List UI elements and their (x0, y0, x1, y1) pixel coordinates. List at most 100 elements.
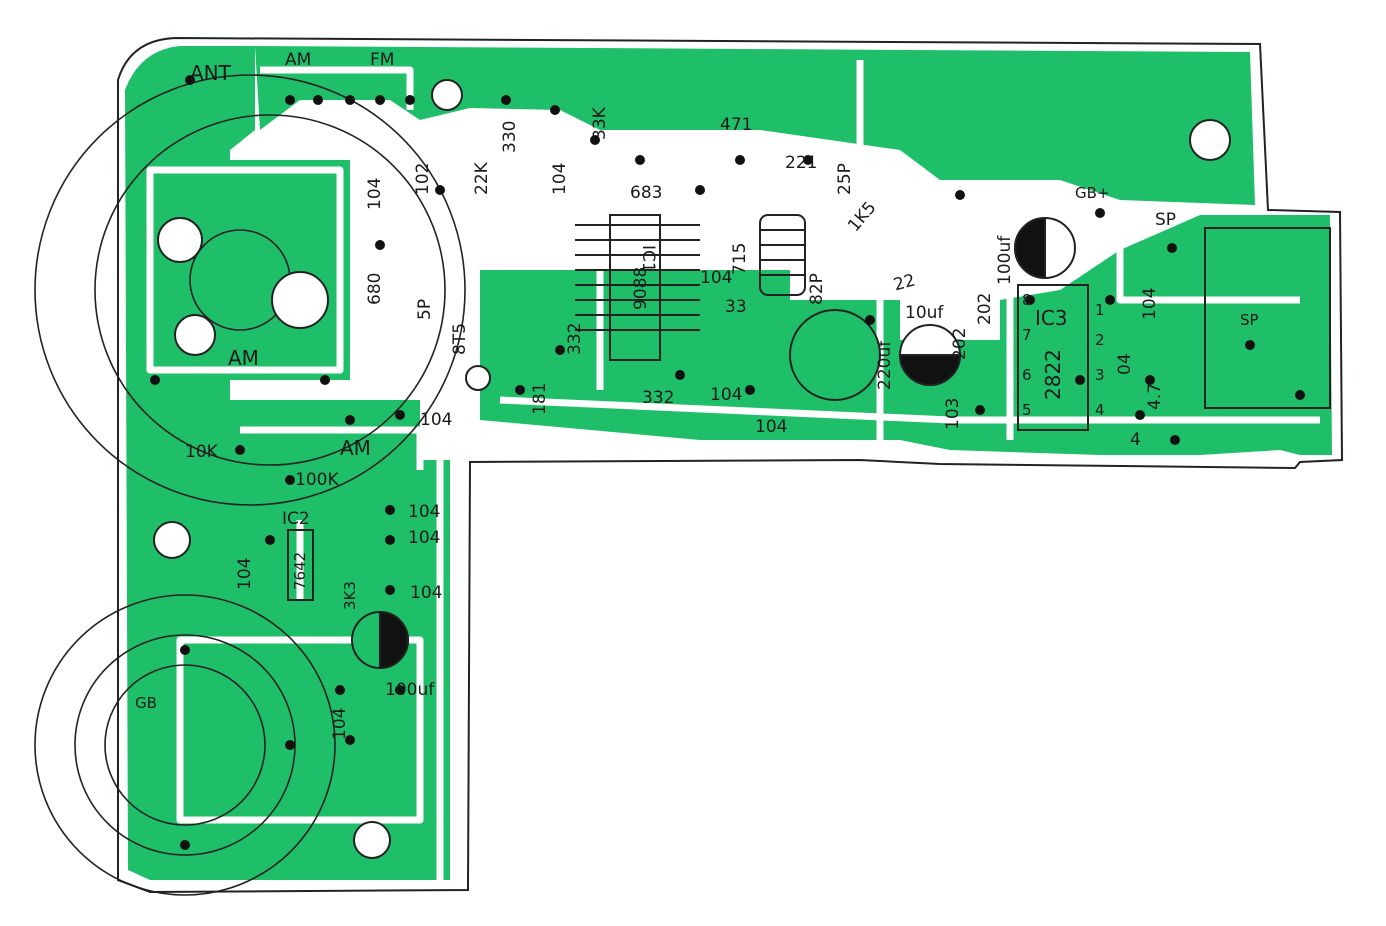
label-c202-a: 202 (975, 293, 995, 325)
label-c33: 33 (725, 297, 747, 317)
label-c10uf: 10uf (905, 303, 944, 323)
label-c220uf: 220uf (875, 340, 895, 390)
label-ic3-part: 2822 (1041, 349, 1065, 400)
gap-7 (499, 396, 1320, 424)
gap-6 (556, 150, 760, 254)
label-c332-a: 332 (565, 323, 585, 355)
label-c100uf-top: 100uf (995, 235, 1015, 285)
coil (759, 214, 806, 296)
label-ic1: IC1 (638, 245, 658, 273)
label-r10k: 10K (185, 442, 219, 462)
ic2-body (287, 529, 314, 601)
tuning-dial-inner (94, 114, 446, 466)
label-c683: 683 (630, 183, 662, 203)
mount-hole-left (153, 521, 191, 559)
label-c332-b: 332 (642, 388, 674, 408)
coil-body (759, 214, 806, 296)
label-ic2: IC2 (282, 509, 310, 529)
gap-2 (146, 166, 344, 374)
label-ic3-pin4: 4 (1095, 401, 1105, 419)
label-c104-m: 104 (330, 708, 350, 740)
label-c82p: 82P (807, 273, 827, 305)
label-r22k: 22K (472, 161, 492, 195)
ic1-body (609, 214, 661, 361)
label-r330: 330 (500, 121, 520, 153)
label-c100uf-bottom: 100uf (385, 680, 435, 700)
volume-dial-inner (104, 664, 266, 826)
label-c104-g: 104 (755, 417, 787, 437)
label-c103: 103 (943, 398, 963, 430)
label-am-bottom: AM (340, 436, 371, 460)
label-bt5: 8T5 (450, 323, 470, 355)
speaker-jack (1204, 227, 1331, 409)
label-gb: GB (135, 694, 157, 712)
label-c471: 471 (720, 115, 752, 135)
label-c104-b: 104 (1140, 288, 1160, 320)
label-ic2-part: 7642 (291, 552, 309, 590)
label-sp-top: SP (1155, 210, 1176, 230)
label-c104-d: 104 (700, 268, 732, 288)
cap-100uf-bottom-stripe (379, 610, 409, 670)
label-ic3-pin1: 1 (1095, 301, 1105, 319)
label-ic3-pin7: 7 (1022, 326, 1032, 344)
label-sp-left: 5P (415, 299, 435, 320)
component-labels: ANT AM FM 330 22K 33K 104 471 683 IC1 22… (135, 50, 1259, 740)
label-c104-f: 104 (710, 385, 742, 405)
mounting-holes (153, 79, 1231, 859)
label-c102: 102 (413, 163, 433, 195)
label-c04: 04 (1115, 353, 1135, 375)
label-ic3-pin5: 5 (1022, 401, 1032, 419)
label-pin-4: 4 (1130, 430, 1141, 450)
label-r33k: 33K (590, 106, 610, 140)
cap-220uf (789, 309, 881, 401)
label-ic3-pin2: 2 (1095, 331, 1105, 349)
ic1-pins (575, 224, 700, 331)
label-fm-switch: FM (370, 50, 394, 70)
gap-3 (240, 426, 424, 470)
mount-hole-dial-b (271, 271, 329, 329)
label-c104-c: 104 (365, 178, 385, 210)
label-c181: 181 (530, 383, 550, 415)
mount-hole-bottom (353, 821, 391, 859)
label-r3k3: 3K3 (341, 581, 359, 610)
label-gb-plus: GB+ (1075, 184, 1109, 202)
label-c104-a: 104 (550, 163, 570, 195)
copper-top-band (255, 46, 1255, 205)
mount-hole-mid (465, 365, 491, 391)
label-c715: 715 (730, 243, 750, 275)
gap-8 (1116, 220, 1300, 304)
mount-hole-right (1189, 119, 1231, 161)
label-am-mid: AM (228, 346, 259, 370)
label-ic3-pin8: 8 (1022, 291, 1032, 309)
label-c25p: 25P (835, 163, 855, 195)
cap-10uf-stripe (898, 354, 962, 386)
dial-outlines (34, 74, 466, 896)
label-sp-right: SP (1240, 311, 1259, 329)
label-c104-j: 104 (408, 528, 440, 548)
label-c104-h: 104 (420, 410, 452, 430)
mount-hole-dial-a (157, 217, 203, 263)
solder-pads (150, 75, 1305, 850)
gap-5 (466, 110, 934, 264)
label-c221: 221 (785, 153, 817, 173)
ic-bodies (287, 214, 1331, 601)
electrolytic-caps (351, 216, 1076, 670)
label-r47: 4.7 (1145, 383, 1165, 410)
gap-11 (176, 636, 424, 824)
mount-hole-top (431, 79, 463, 111)
label-r100k: 100K (295, 470, 339, 490)
label-r680: 680 (365, 273, 385, 305)
volume-dial-outer (34, 594, 336, 896)
label-am-switch: AM (285, 50, 311, 70)
label-ic1-part: 9088 (631, 267, 651, 310)
label-c104-l: 104 (235, 558, 255, 590)
tuning-dial-outer (34, 74, 466, 506)
label-c202-b: 202 (950, 328, 970, 360)
mount-hole-dial-c (174, 314, 216, 356)
label-ic3: IC3 (1035, 306, 1068, 330)
label-ic3-pin6: 6 (1022, 366, 1032, 384)
label-ant: ANT (190, 61, 232, 85)
label-c104-k: 104 (410, 583, 442, 603)
ic3-body (1017, 284, 1089, 431)
